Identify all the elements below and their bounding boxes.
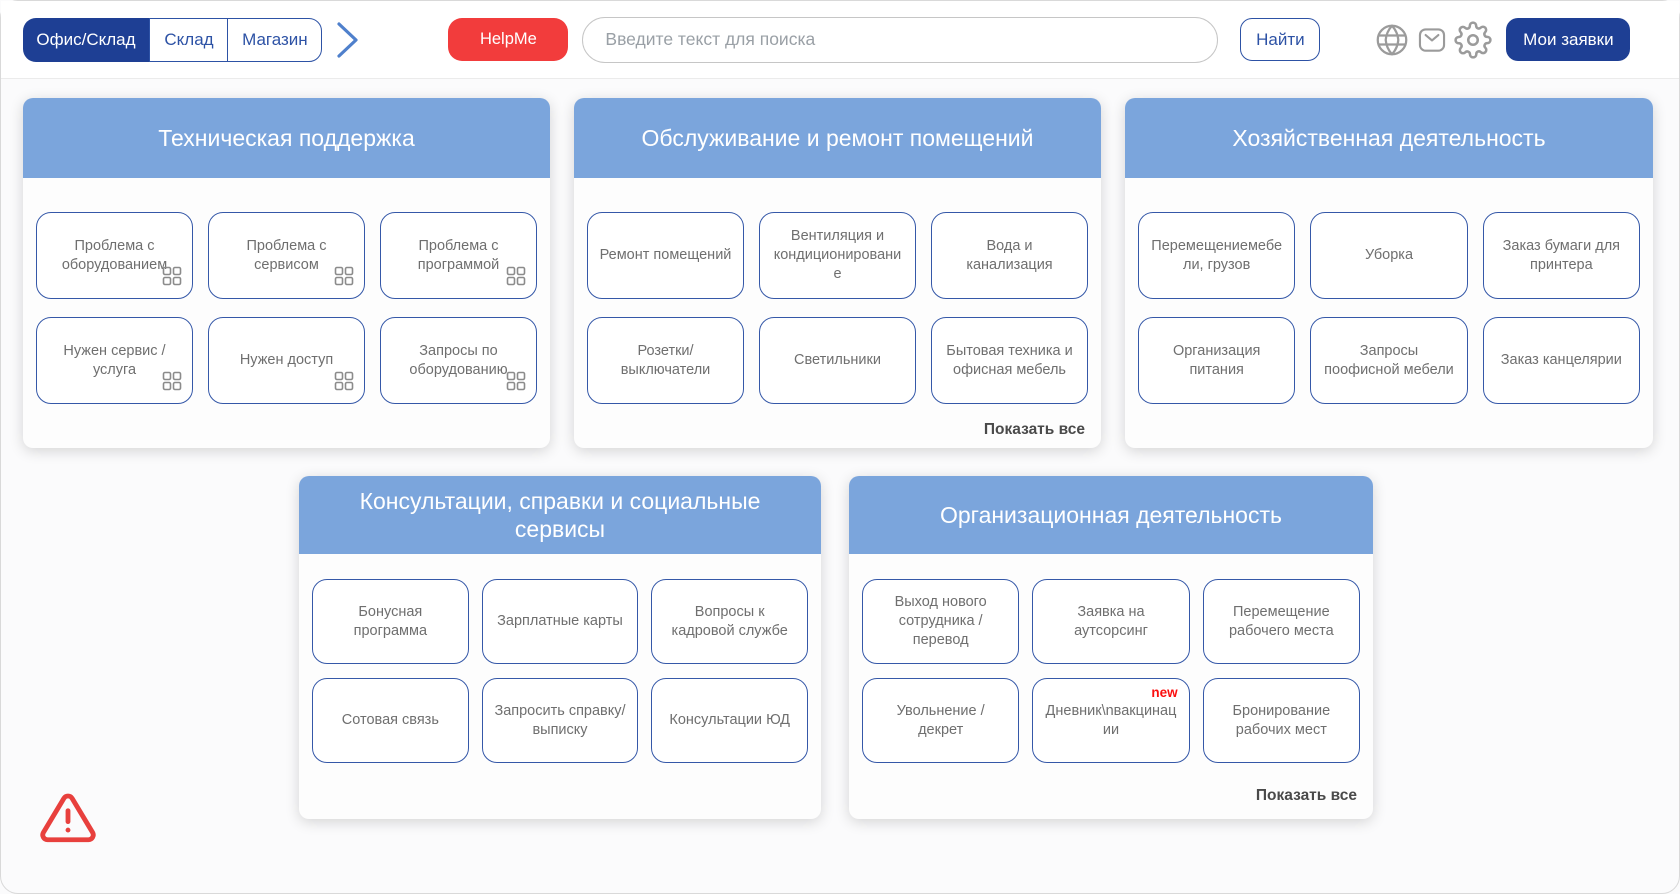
tile-label: Дневник\nвакцинации bbox=[1045, 702, 1177, 738]
card-premises-maintenance: Обслуживание и ремонт помещений Ремонт п… bbox=[574, 98, 1101, 448]
tile-label: Проблема с оборудованием bbox=[61, 237, 168, 273]
card-title: Обслуживание и ремонт помещений bbox=[574, 98, 1101, 178]
tile-zakaz-kancelyarii[interactable]: Заказ канцелярии bbox=[1482, 317, 1640, 404]
tile-zakaz-bumagi[interactable]: Заказ бумаги для принтера bbox=[1482, 212, 1640, 299]
tab-warehouse[interactable]: Склад bbox=[149, 17, 229, 62]
tab-store[interactable]: Магазин bbox=[227, 17, 323, 62]
tile-nuzhen-servis[interactable]: Нужен сервис / услуга bbox=[36, 317, 193, 404]
tile-label: Уборка bbox=[1364, 247, 1414, 264]
search-input[interactable] bbox=[582, 16, 1219, 63]
tile-peremeshchenie-mebeli[interactable]: Перемещениемебели, грузов bbox=[1138, 212, 1296, 299]
tile-label: Нужен доступ bbox=[239, 352, 334, 369]
tile-label: Заказ бумаги для принтера bbox=[1502, 237, 1620, 273]
card-title: Консультации, справки и социальные серви… bbox=[299, 476, 821, 554]
tile-bronirovanie-mest[interactable]: Бронирование рабочих мест bbox=[1202, 678, 1360, 763]
helpme-button[interactable]: HelpMe bbox=[448, 18, 569, 61]
tile-ventilyaciya[interactable]: Вентиляция и кондиционирование bbox=[759, 212, 916, 299]
card-tech-support: Техническая поддержка Проблема с оборудо… bbox=[23, 98, 550, 448]
subcategories-grid-icon bbox=[334, 371, 354, 397]
tile-remont-pomeshcheniy[interactable]: Ремонт помещений bbox=[587, 212, 744, 299]
tile-zaprosy-oborudovanie[interactable]: Запросы по оборудованию bbox=[380, 317, 537, 404]
subcategories-grid-icon bbox=[506, 371, 526, 397]
tile-label: Бонусная программа bbox=[353, 603, 428, 639]
topbar: Офис/Склад Склад Магазин HelpMe Найти bbox=[1, 1, 1679, 79]
subcategories-grid-icon bbox=[162, 371, 182, 397]
tile-organizaciya-pitaniya[interactable]: Организация питания bbox=[1138, 317, 1296, 404]
tile-label: Запросы по оборудованию bbox=[409, 342, 508, 378]
location-tabs: Офис/Склад Склад Магазин bbox=[23, 17, 323, 62]
tile-label: Перемещениемебели, грузов bbox=[1151, 237, 1283, 273]
show-all-link[interactable]: Показать все bbox=[983, 421, 1085, 438]
tile-label: Зарплатные карты bbox=[497, 613, 623, 630]
tile-label: Выход нового сотрудника / перевод bbox=[894, 594, 987, 648]
tile-zarplatnye-karty[interactable]: Зарплатные карты bbox=[481, 579, 639, 664]
find-button[interactable]: Найти bbox=[1240, 18, 1321, 61]
tile-label: Консультации ЮД bbox=[669, 712, 790, 729]
tile-label: Вопросы к кадровой службе bbox=[671, 603, 788, 639]
tile-label: Вентиляция и кондиционирование bbox=[773, 228, 902, 282]
tile-bonusnaya-programma[interactable]: Бонусная программа bbox=[312, 579, 469, 664]
tile-problema-programma[interactable]: Проблема с программой bbox=[380, 212, 537, 299]
tile-label: Бронирование рабочих мест bbox=[1232, 702, 1331, 738]
gear-icon[interactable] bbox=[1454, 20, 1493, 59]
tile-label: Проблема с сервисом bbox=[246, 237, 327, 273]
topbar-icons bbox=[1374, 20, 1493, 59]
tile-zaprosit-spravku[interactable]: Запросить справку/ выписку bbox=[481, 678, 639, 763]
tile-label: Светильники bbox=[794, 352, 881, 369]
tile-label: Бытовая техника и офисная мебель bbox=[946, 342, 1073, 378]
tile-label: Организация питания bbox=[1172, 342, 1261, 378]
my-requests-button[interactable]: Мои заявки bbox=[1506, 18, 1631, 61]
card-title: Техническая поддержка bbox=[23, 98, 550, 178]
tile-voprosy-kadry[interactable]: Вопросы к кадровой службе bbox=[651, 579, 808, 664]
card-organizational-activity: Организационная деятельность Выход новог… bbox=[849, 476, 1373, 819]
tile-zayavka-autsorsing[interactable]: Заявка на аутсорсинг bbox=[1032, 579, 1190, 664]
tile-peremeshchenie-rabochego-mesta[interactable]: Перемещение рабочего места bbox=[1202, 579, 1360, 664]
tile-nuzhen-dostup[interactable]: Нужен доступ bbox=[208, 317, 365, 404]
tile-konsultacii-yud[interactable]: Консультации ЮД bbox=[651, 678, 808, 763]
tile-bytovaya-tekhnika[interactable]: Бытовая техника и офисная мебель bbox=[931, 317, 1088, 404]
new-badge: new bbox=[1151, 685, 1178, 700]
tile-voda-kanalizaciya[interactable]: Вода и канализация bbox=[931, 212, 1088, 299]
tile-zaprosy-mebel[interactable]: Запросы поофисной мебели bbox=[1310, 317, 1468, 404]
warning-triangle-icon[interactable] bbox=[39, 789, 97, 852]
tile-label: Вода и канализация bbox=[966, 237, 1053, 273]
chevron-right-icon[interactable] bbox=[332, 19, 362, 61]
card-consultations-social: Консультации, справки и социальные серви… bbox=[299, 476, 821, 819]
tile-vyhod-sotrudnika[interactable]: Выход нового сотрудника / перевод bbox=[862, 579, 1020, 664]
subcategories-grid-icon bbox=[506, 266, 526, 292]
tile-label: Заказ канцелярии bbox=[1500, 352, 1622, 369]
tab-office-warehouse[interactable]: Офис/Склад bbox=[23, 17, 149, 62]
tile-label: Перемещение рабочего места bbox=[1228, 603, 1334, 639]
tile-label: Запросить справку/ выписку bbox=[494, 702, 626, 738]
tile-uvolnenie-dekret[interactable]: Увольнение / декрет bbox=[862, 678, 1020, 763]
tile-label: Заявка на аутсорсинг bbox=[1074, 603, 1148, 639]
tile-uborka[interactable]: Уборка bbox=[1310, 212, 1468, 299]
card-title: Хозяйственная деятельность bbox=[1125, 98, 1653, 178]
tile-svetilniki[interactable]: Светильники bbox=[759, 317, 916, 404]
subcategories-grid-icon bbox=[334, 266, 354, 292]
tile-label: Увольнение / декрет bbox=[896, 702, 985, 738]
tile-label: Проблема с программой bbox=[417, 237, 500, 273]
globe-icon[interactable] bbox=[1374, 22, 1410, 58]
tile-rozetki[interactable]: Розетки/ выключатели bbox=[587, 317, 744, 404]
card-household-activity: Хозяйственная деятельность Перемещениеме… bbox=[1125, 98, 1653, 448]
tile-label: Ремонт помещений bbox=[599, 247, 732, 264]
show-all-link[interactable]: Показать все bbox=[1255, 787, 1357, 804]
tile-label: Сотовая связь bbox=[341, 712, 439, 729]
tile-label: Розетки/ выключатели bbox=[620, 342, 711, 378]
card-title: Организационная деятельность bbox=[849, 476, 1373, 554]
tile-problema-servis[interactable]: Проблема с сервисом bbox=[208, 212, 365, 299]
tile-problema-oborudovanie[interactable]: Проблема с оборудованием bbox=[36, 212, 193, 299]
subcategories-grid-icon bbox=[162, 266, 182, 292]
mail-icon[interactable] bbox=[1415, 23, 1449, 57]
tile-label: Нужен сервис / услуга bbox=[63, 342, 166, 378]
tile-dnevnik-vakcinacii[interactable]: new Дневник\nвакцинации bbox=[1032, 678, 1190, 763]
tile-sotovaya-svyaz[interactable]: Сотовая связь bbox=[312, 678, 469, 763]
tile-label: Запросы поофисной мебели bbox=[1324, 342, 1454, 378]
